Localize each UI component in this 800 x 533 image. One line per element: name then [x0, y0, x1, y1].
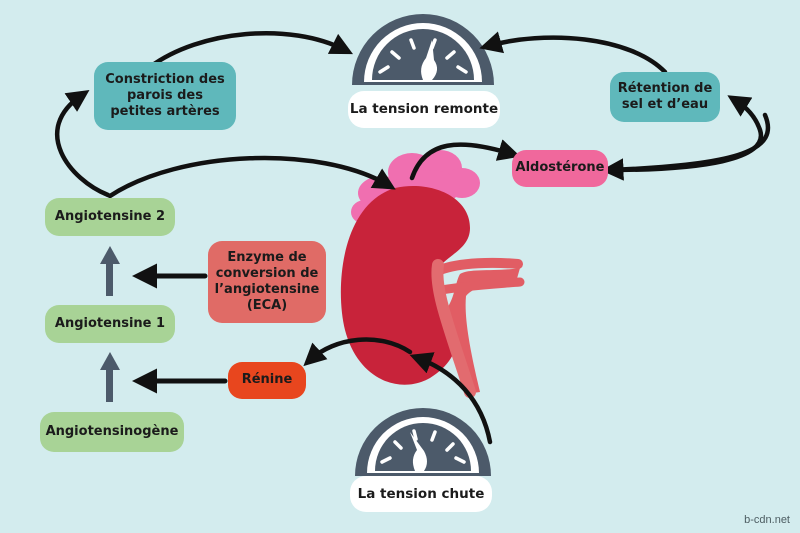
gauge-icon [352, 14, 494, 85]
node-aldosterone: Aldostérone [512, 150, 608, 187]
kidney-icon [340, 185, 525, 398]
node-angiotensine-1: Angiotensine 1 [45, 305, 175, 343]
node-renine: Rénine [228, 362, 306, 399]
node-constriction: Constriction des parois des petites artè… [94, 62, 236, 130]
node-retention: Rétention de sel et d’eau [610, 72, 720, 122]
watermark: b-cdn.net [744, 514, 790, 526]
node-angiotensine-2: Angiotensine 2 [45, 198, 175, 236]
node-eca: Enzyme de conversion de l’angiotensine (… [208, 241, 326, 323]
gauge-label-top: La tension remonte [348, 91, 500, 128]
gauge-label-bottom: La tension chute [350, 476, 492, 512]
gauge-icon [355, 408, 491, 476]
node-angiotensinogene: Angiotensinogène [40, 412, 184, 452]
